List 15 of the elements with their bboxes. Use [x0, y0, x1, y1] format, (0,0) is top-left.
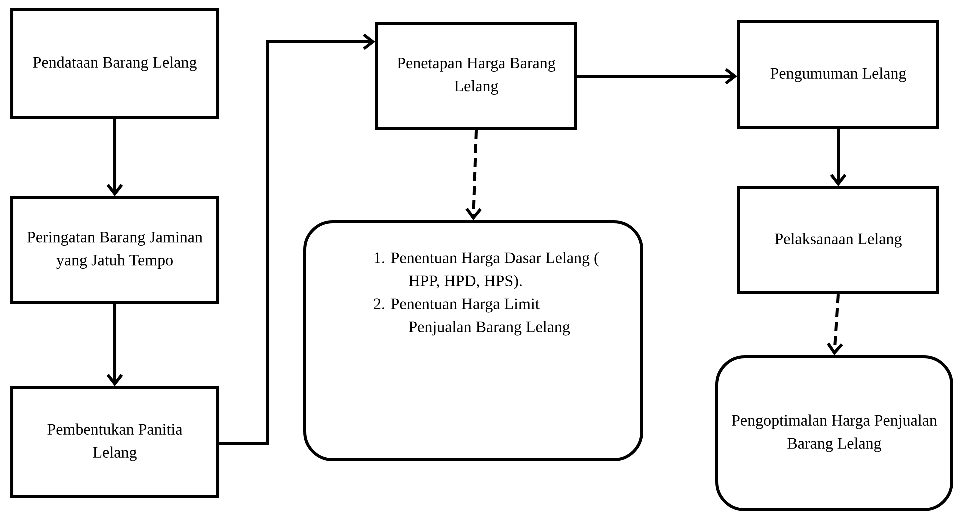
- process-box: Penetapan Harga Barang Lelang: [376, 22, 578, 130]
- rounded-box: Pengoptimalan Harga Penjualan Barang Lelang: [716, 356, 954, 512]
- process-box: Pelaksanaan Lelang: [738, 186, 940, 294]
- arrow: [106, 304, 124, 386]
- process-box: Pengumuman Lelang: [738, 20, 940, 130]
- arrow: [578, 68, 738, 85]
- process-box: Pendataan Barang Lelang: [10, 8, 220, 120]
- process-box: Peringatan Barang Jaminan yang Jatuh Tempo: [10, 196, 220, 304]
- process-box: Pembentukan Panitia Lelang: [10, 386, 220, 498]
- arrow: [220, 34, 376, 445]
- arrow: [830, 130, 847, 186]
- arrow: [827, 294, 844, 356]
- arrow: [106, 120, 124, 196]
- rounded-box: 1. Penentuan Harga Dasar Lelang ( HPP, HPD, HPS). 2. Penentuan Harga Limit Penjualan Barang Lelang: [304, 220, 644, 462]
- arrow: [466, 130, 482, 220]
